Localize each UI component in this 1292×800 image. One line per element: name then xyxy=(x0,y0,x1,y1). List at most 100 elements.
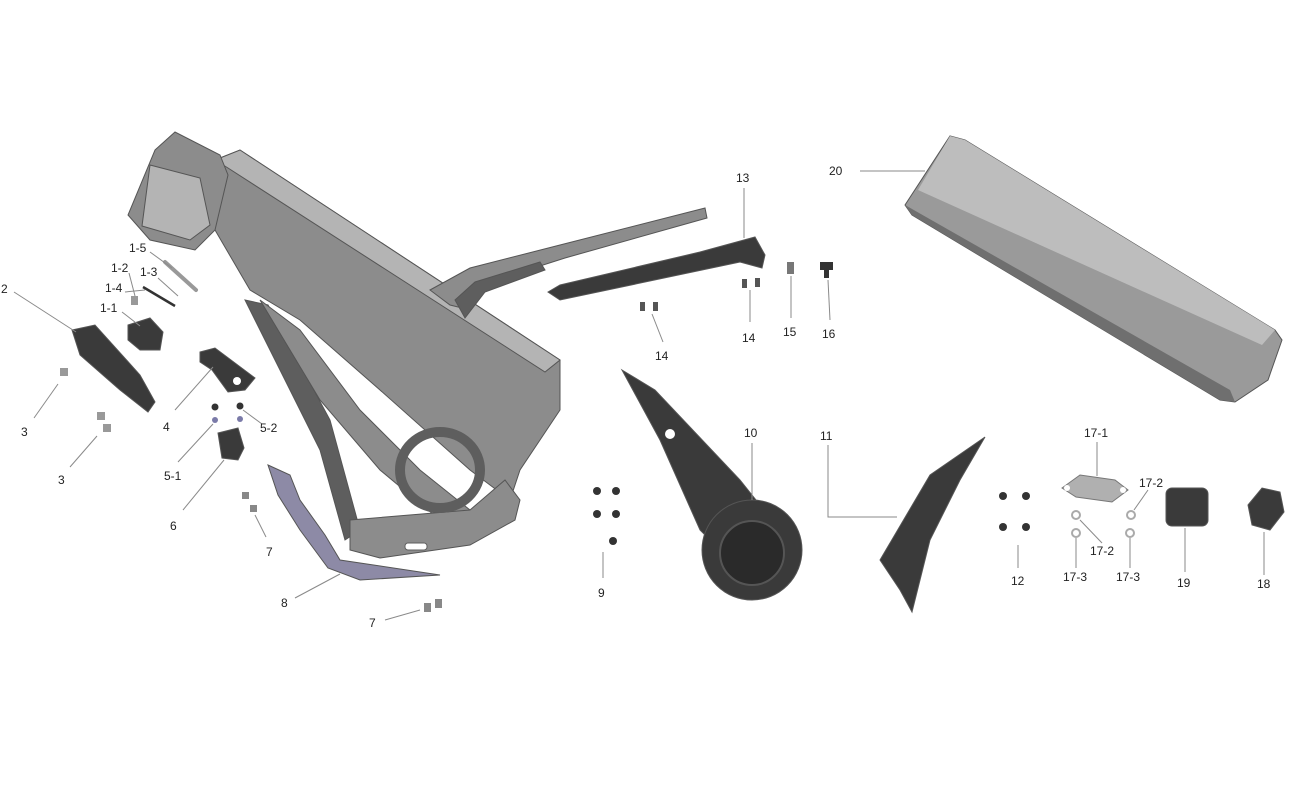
part-9-nut-a xyxy=(593,487,601,495)
leader-17-2a xyxy=(1079,519,1103,544)
part-7-screws xyxy=(242,492,442,612)
frame-rear-stay-inner xyxy=(454,261,546,319)
leader-11 xyxy=(827,445,897,518)
part-10-cover-hub xyxy=(719,520,785,586)
part-9-nut-e xyxy=(609,537,617,545)
part-18-plug xyxy=(1247,487,1285,531)
part-14-screw-c xyxy=(742,279,747,288)
leader-1-4 xyxy=(124,289,146,293)
part-12-nut-c xyxy=(999,523,1007,531)
part-17-3-washer-a xyxy=(1071,528,1081,538)
part-3-screw-b xyxy=(97,412,105,420)
label-13: 13 xyxy=(736,171,750,185)
label-5-2: 5-2 xyxy=(260,421,278,435)
label-1-3: 1-3 xyxy=(140,265,158,279)
part-17-1-holder xyxy=(1061,474,1129,503)
label-3b: 3 xyxy=(58,473,65,487)
frame-head-tube-face xyxy=(141,164,211,241)
label-7b: 7 xyxy=(369,616,376,630)
leader-lines xyxy=(13,170,1265,621)
label-2: 2 xyxy=(1,282,8,296)
part-5-2-nut-b xyxy=(236,402,244,410)
leader-16 xyxy=(827,279,831,321)
part-3-screw-a xyxy=(60,368,68,376)
part-13-trim xyxy=(547,236,766,301)
part-19-block xyxy=(1165,487,1209,527)
part-7-screw-c xyxy=(424,603,431,612)
label-16: 16 xyxy=(822,327,836,341)
part-6-mount xyxy=(217,427,245,461)
leader-7b xyxy=(384,609,421,621)
leader-1-5 xyxy=(149,251,173,269)
leader-4 xyxy=(174,366,214,411)
part-14-screws xyxy=(640,278,760,311)
frame-main-beam-top xyxy=(213,149,561,373)
label-1-5: 1-5 xyxy=(129,241,147,255)
part-12-nut-a xyxy=(999,492,1007,500)
label-14a: 14 xyxy=(655,349,669,363)
leader-7a xyxy=(254,514,267,538)
part-9-nuts xyxy=(593,487,620,545)
part-17-2-washer-a xyxy=(1071,510,1081,520)
part-labels: 1-5 1-2 1-3 1-4 1-1 2 3 3 4 5-2 5-1 6 7 … xyxy=(1,164,1271,630)
label-9: 9 xyxy=(598,586,605,600)
part-3-screw-c xyxy=(103,424,111,432)
part-1-4-rod xyxy=(142,285,176,308)
battery-bottom-edge xyxy=(905,205,1235,402)
part-17-1-plate xyxy=(1061,474,1129,503)
part-20-battery xyxy=(904,135,1283,403)
part-17-1-hole-b xyxy=(1120,487,1126,493)
part-5-1-washer-b xyxy=(237,416,243,422)
label-5-1: 5-1 xyxy=(164,469,182,483)
part-9-nut-b xyxy=(612,487,620,495)
leader-5-1 xyxy=(177,423,214,463)
part-3-screws xyxy=(60,368,111,432)
part-14-screw-a xyxy=(640,302,645,311)
part-17-3-washer-b xyxy=(1125,528,1135,538)
part-2-plate xyxy=(71,324,156,413)
leader-2 xyxy=(13,291,77,333)
part-8-guard xyxy=(267,464,441,581)
part-4-bracket xyxy=(199,347,256,393)
leader-8 xyxy=(294,573,341,599)
label-17-3b: 17-3 xyxy=(1116,570,1140,584)
part-1-group xyxy=(127,260,198,351)
leader-3b xyxy=(69,435,98,468)
label-14b: 14 xyxy=(742,331,756,345)
part-10-side-cover xyxy=(620,368,803,601)
part-16-connector xyxy=(820,262,833,278)
label-6: 6 xyxy=(170,519,177,533)
part-12-nut-d xyxy=(1022,523,1030,531)
label-1-1: 1-1 xyxy=(100,301,118,315)
label-4: 4 xyxy=(163,420,170,434)
part-7-screw-d xyxy=(435,599,442,608)
part-1-2-screw xyxy=(131,296,138,305)
frame-bottom-loop xyxy=(349,479,521,559)
label-7a: 7 xyxy=(266,545,273,559)
main-frame xyxy=(127,131,708,559)
label-20: 20 xyxy=(829,164,843,178)
label-17-2b: 17-2 xyxy=(1139,476,1163,490)
battery-top-face xyxy=(918,136,1275,345)
leader-6 xyxy=(182,459,225,511)
part-12-nut-b xyxy=(1022,492,1030,500)
frame-motor-mount xyxy=(395,427,485,513)
part-5-2-nut-a xyxy=(211,403,219,411)
label-1-4: 1-4 xyxy=(105,281,123,295)
part-14-screw-b xyxy=(653,302,658,311)
label-15: 15 xyxy=(783,325,797,339)
part-5-nuts xyxy=(211,402,244,423)
label-17-2a: 17-2 xyxy=(1090,544,1114,558)
label-10: 10 xyxy=(744,426,758,440)
frame-slot xyxy=(404,542,428,551)
label-19: 19 xyxy=(1177,576,1191,590)
part-15-clip xyxy=(787,262,794,274)
part-5-1-washer-a xyxy=(212,417,218,423)
label-11: 11 xyxy=(820,429,833,443)
leader-1-2 xyxy=(128,272,136,297)
part-4-bracket-hole xyxy=(233,377,241,385)
part-17-2-washer-b xyxy=(1126,510,1136,520)
label-17-1: 17-1 xyxy=(1084,426,1108,440)
leader-17-2b xyxy=(1133,489,1149,511)
